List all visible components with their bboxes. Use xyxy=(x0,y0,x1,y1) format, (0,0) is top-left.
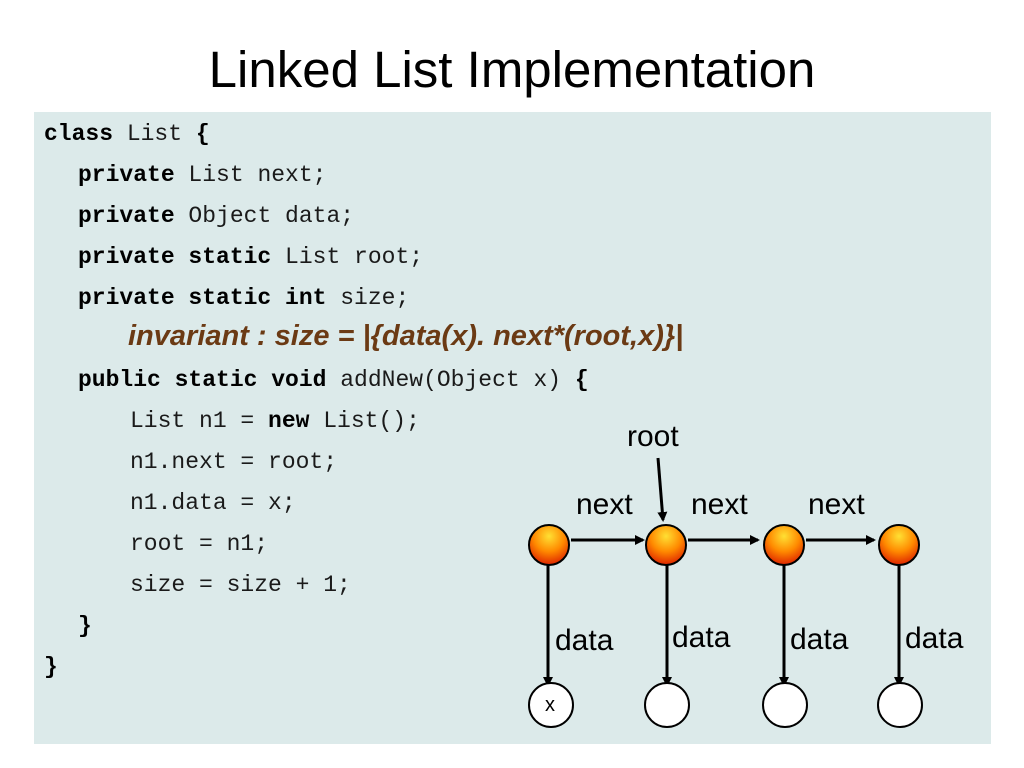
code-line: } xyxy=(44,653,58,681)
code-text: addNew(Object x) xyxy=(326,367,575,393)
code-keyword: private static xyxy=(78,244,272,270)
data-value-node-3 xyxy=(762,682,808,728)
code-text: Object data; xyxy=(174,203,355,229)
code-text: List n1 = xyxy=(130,408,269,434)
code-keyword: public static void xyxy=(78,367,327,393)
root-label: root xyxy=(627,420,679,453)
code-line: } xyxy=(78,612,92,640)
code-text: size = size + 1; xyxy=(130,572,351,598)
list-node-3 xyxy=(763,524,805,566)
invariant-text: invariant : size = |{data(x). next*(root… xyxy=(128,320,684,352)
data-label-2: data xyxy=(672,621,731,654)
code-keyword: class xyxy=(44,121,114,147)
code-line: private static List root; xyxy=(78,243,423,271)
code-line: private List next; xyxy=(78,161,326,189)
code-line: size = size + 1; xyxy=(130,571,351,599)
slide-title: Linked List Implementation xyxy=(208,41,816,98)
next-label-2: next xyxy=(691,488,748,521)
code-line: n1.data = x; xyxy=(130,489,296,517)
code-text: List(); xyxy=(309,408,420,434)
root-pointer-arrow xyxy=(656,457,668,522)
code-text: size; xyxy=(326,285,410,311)
code-panel xyxy=(34,112,991,744)
code-keyword: } xyxy=(44,654,58,680)
code-keyword: { xyxy=(574,367,589,393)
data-label-3: data xyxy=(790,623,849,656)
code-line: List n1 = new List(); xyxy=(130,407,420,435)
code-text: List root; xyxy=(271,244,424,270)
code-text: List next; xyxy=(174,162,327,188)
data-value-node-2 xyxy=(644,682,690,728)
list-node-2 xyxy=(645,524,687,566)
data-value-node-1 xyxy=(528,682,574,728)
list-node-1 xyxy=(528,524,570,566)
code-line: class List { xyxy=(44,120,210,148)
code-keyword: private static int xyxy=(78,285,327,311)
code-keyword: private xyxy=(78,203,175,229)
list-node-4 xyxy=(878,524,920,566)
code-line: private Object data; xyxy=(78,202,354,230)
code-keyword: { xyxy=(195,121,210,147)
code-keyword: private xyxy=(78,162,175,188)
next-label-3: next xyxy=(808,488,865,521)
code-text: n1.next = root; xyxy=(130,449,338,475)
data-value-x: x xyxy=(545,694,555,716)
next-label-1: next xyxy=(576,488,633,521)
code-line: private static int size; xyxy=(78,284,409,312)
code-text: List xyxy=(113,121,196,147)
code-line: root = n1; xyxy=(130,530,268,558)
data-label-1: data xyxy=(555,624,614,657)
code-line: n1.next = root; xyxy=(130,448,337,476)
code-keyword: new xyxy=(268,408,310,434)
data-label-4: data xyxy=(905,622,964,655)
code-text: root = n1; xyxy=(130,531,269,557)
code-keyword: } xyxy=(78,613,92,639)
code-text: n1.data = x; xyxy=(130,490,296,516)
data-value-node-4 xyxy=(877,682,923,728)
code-line: public static void addNew(Object x) { xyxy=(78,366,589,394)
